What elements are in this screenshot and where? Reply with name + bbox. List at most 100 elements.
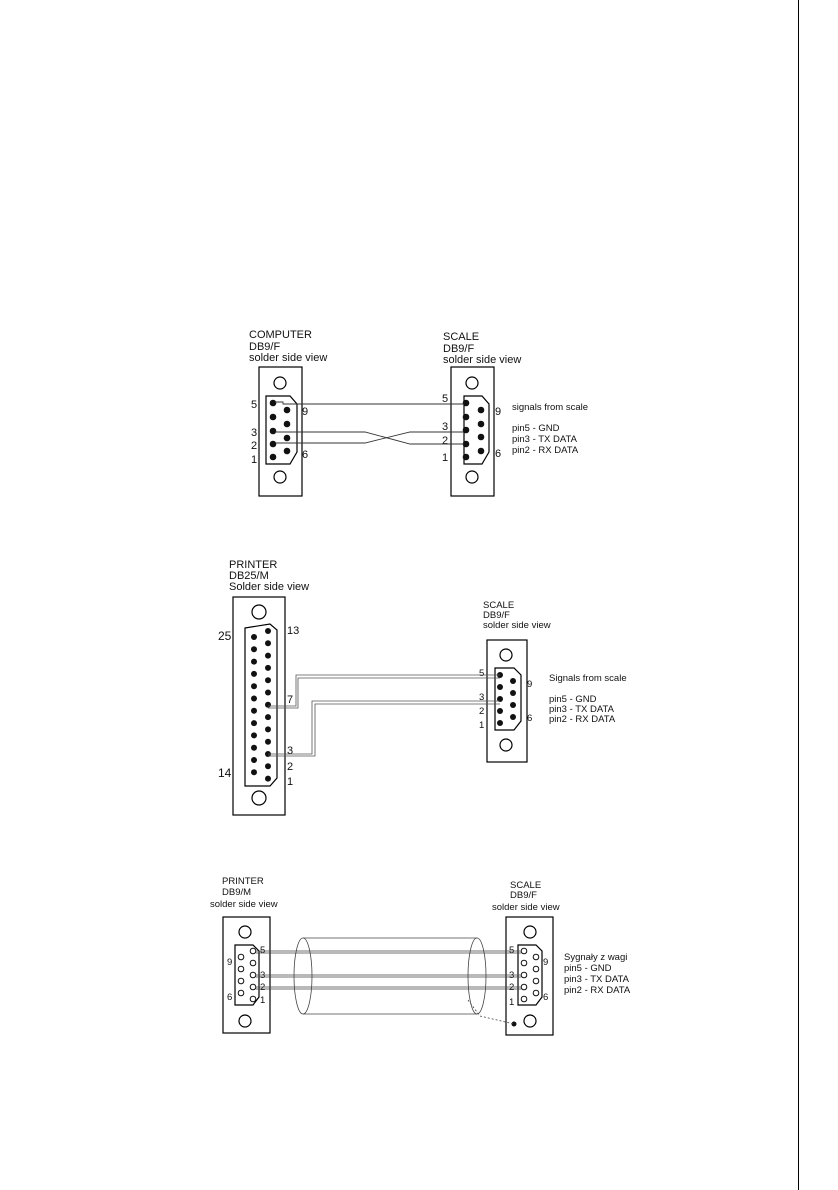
- signals-title: Signals from scale: [549, 673, 627, 684]
- signal-line: pin2 - RX DATA: [512, 445, 579, 456]
- pin-label: 6: [302, 449, 308, 461]
- pin-label: 9: [527, 679, 532, 690]
- shielded-cable: [293, 937, 515, 1025]
- db25-pin: [251, 769, 257, 776]
- wires: [256, 950, 521, 990]
- scale-title: SCALE: [483, 600, 514, 611]
- wire-gnd: [268, 674, 500, 707]
- pin-label: 5: [442, 393, 448, 405]
- pin-label: 6: [543, 992, 548, 1003]
- pin-label: 9: [302, 406, 308, 418]
- printer-view-label: Solder side view: [229, 581, 309, 593]
- printer-title: PRINTER: [229, 559, 277, 571]
- wire-cross-1: [275, 431, 464, 445]
- scale-title: SCALE: [510, 880, 541, 891]
- scale-connector-type: DB9/F: [443, 343, 474, 355]
- pin-label: 1: [442, 452, 448, 464]
- mounting-hole: [465, 376, 479, 390]
- wires: [268, 674, 500, 757]
- pin-label: 9: [495, 406, 501, 418]
- db25-pin: [265, 763, 271, 770]
- computer-connector-type: DB9/F: [249, 341, 280, 353]
- scale-db9-connector: 5 9 3 2 1 6: [442, 366, 501, 497]
- db25-pin: [251, 683, 257, 690]
- pin-label: 25: [218, 629, 232, 643]
- db25-pin: [251, 646, 257, 653]
- db25-pin: [265, 775, 271, 782]
- pin-label: 9: [227, 957, 232, 968]
- pin-label: 5: [509, 945, 514, 956]
- signal-line: pin3 - TX DATA: [512, 434, 578, 445]
- pin-label: 3: [287, 745, 293, 757]
- printer-title: PRINTER: [222, 876, 264, 887]
- db25-pin: [265, 714, 271, 721]
- db25-pin: [265, 726, 271, 733]
- db25-pin: [251, 744, 257, 751]
- db25-pin: [265, 738, 271, 745]
- db25-pin: [251, 707, 257, 714]
- shield-ground-point: [511, 1021, 517, 1027]
- printer-connector-type: DB9/M: [222, 887, 251, 898]
- pin-label: 2: [287, 761, 293, 773]
- pin-label: 6: [227, 992, 232, 1003]
- db25-pin: [265, 701, 271, 708]
- signal-line: pin5 - GND: [564, 963, 612, 974]
- pin-label: 6: [495, 448, 501, 460]
- mounting-hole: [499, 738, 513, 752]
- pin-label: 14: [218, 766, 232, 780]
- wire-gnd-2: [268, 677, 500, 709]
- printer-view-label: solder side view: [210, 899, 278, 910]
- pin-label: 1: [509, 997, 514, 1008]
- db25-pin: [251, 670, 257, 677]
- pin-label: 2: [442, 435, 448, 447]
- computer-title: COMPUTER: [249, 329, 312, 341]
- printer-db25-connector: 25 13 14 7 3 2 1: [218, 596, 299, 816]
- pin-label: 1: [260, 995, 265, 1006]
- pin-label: 7: [287, 694, 293, 706]
- pin-label: 6: [527, 713, 532, 724]
- pin-label: 9: [543, 957, 548, 968]
- mounting-hole: [523, 1014, 537, 1028]
- db25-pin: [251, 732, 257, 739]
- printer-connector-type: DB25/M: [229, 570, 269, 582]
- diagram-printer-db9-scale: PRINTER DB9/M solder side view SCALE DB9…: [210, 876, 631, 1036]
- mounting-hole: [499, 648, 513, 662]
- pin-label: 1: [287, 776, 293, 788]
- wire-tx: [268, 700, 500, 755]
- pin-label: 1: [251, 454, 257, 466]
- mounting-hole: [238, 1014, 252, 1028]
- pin-label: 2: [251, 440, 257, 452]
- wire-tx-2: [268, 703, 500, 757]
- signal-line: pin2 - RX DATA: [549, 714, 616, 725]
- mounting-hole: [251, 790, 267, 806]
- mounting-hole: [273, 376, 287, 390]
- wire-cross-2: [275, 431, 464, 444]
- db25-pin: [251, 658, 257, 665]
- signal-line: pin5 - GND: [549, 694, 597, 705]
- mounting-hole: [273, 470, 287, 484]
- pin-label: 2: [509, 982, 514, 993]
- diagram-printer-db25-scale: PRINTER DB25/M Solder side view 25 1 3 14…: [218, 559, 627, 816]
- db25-pin: [265, 664, 271, 671]
- scale-title: SCALE: [443, 331, 479, 343]
- db25-pin: [251, 757, 257, 763]
- scale-connector-type: DB9/F: [483, 610, 510, 621]
- db25-pin: [251, 634, 257, 640]
- computer-db9-connector: 5 9 3 2 1 6: [251, 366, 308, 497]
- db25-pin: [251, 695, 257, 702]
- db25-pin: [265, 640, 271, 647]
- scale-view-label: solder side view: [483, 620, 551, 631]
- pin-label: 1: [479, 720, 484, 731]
- scale-db9f-connector: 5 9 3 2 1 6: [505, 916, 554, 1036]
- pin-label: 3: [442, 421, 448, 433]
- signal-line: pin3 - TX DATA: [564, 974, 630, 985]
- signal-line: pin2 - RX DATA: [564, 985, 631, 996]
- db25-pin: [251, 720, 257, 727]
- wire-gnd: [275, 401, 464, 405]
- signal-line: pin3 - TX DATA: [549, 704, 615, 715]
- db25-pin: [265, 652, 271, 659]
- pin-label: 2: [479, 706, 484, 717]
- page-edge-line: [798, 0, 799, 1190]
- diagram-computer-scale: COMPUTER DB9/F solder side view SCALE DB…: [249, 329, 588, 497]
